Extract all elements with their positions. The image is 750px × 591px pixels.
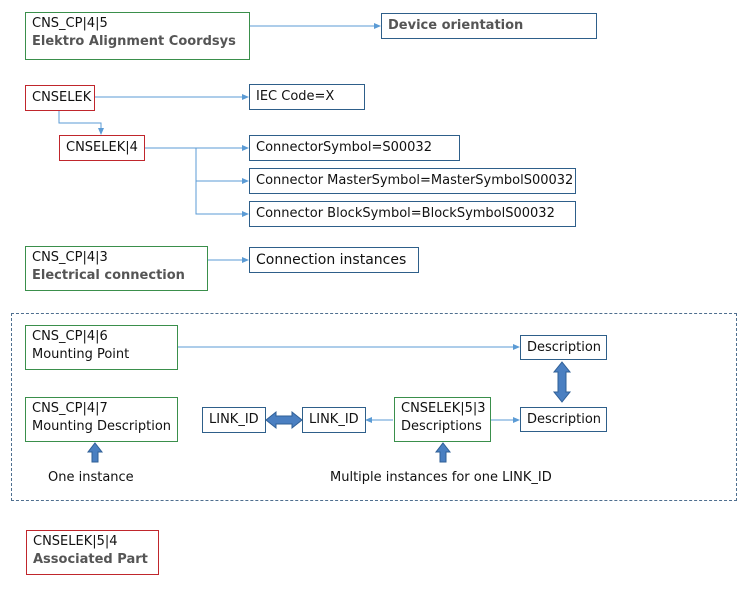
up-arrow-multiple-instances: [434, 442, 452, 463]
box-code: CNSELEK|5|4: [33, 534, 118, 549]
box-label: Description: [527, 339, 602, 355]
box-label: LINK_ID: [209, 412, 259, 427]
box-code: CNS_CP|4|5: [32, 16, 108, 31]
box-code: CNS_CP|4|6: [32, 329, 108, 344]
box-label: Mounting Description: [32, 419, 172, 434]
box-code: CNS_CP|4|3: [32, 250, 108, 265]
box-device-orientation[interactable]: Device orientation: [381, 13, 597, 39]
box-descriptions-description[interactable]: Description: [520, 407, 607, 432]
caption-multiple-instances: Multiple instances for one LINK_ID: [330, 470, 552, 485]
box-code: CNSELEK|5|3: [401, 401, 486, 416]
box-label: Description: [527, 411, 602, 427]
box-connector-master-symbol[interactable]: Connector MasterSymbol=MasterSymbolS0003…: [249, 168, 576, 194]
box-label: ConnectorSymbol=S00032: [256, 140, 432, 155]
box-cns-cp-4-5[interactable]: CNS_CP|4|5 Elektro Alignment Coordsys: [25, 12, 250, 60]
box-cns-cp-4-3[interactable]: CNS_CP|4|3 Electrical connection: [25, 246, 208, 291]
box-label: IEC Code=X: [256, 89, 335, 104]
mounting-group-frame: [11, 313, 737, 501]
box-label: CNSELEK|4: [66, 140, 138, 155]
box-label: CNSELEK: [32, 90, 92, 105]
box-label: Connection instances: [256, 252, 407, 268]
box-cnselek-5-4[interactable]: CNSELEK|5|4 Associated Part: [26, 530, 159, 575]
box-connection-instances[interactable]: Connection instances: [249, 247, 419, 273]
box-label: Connector BlockSymbol=BlockSymbolS00032: [256, 206, 555, 221]
box-cnselek-5-3[interactable]: CNSELEK|5|3 Descriptions: [394, 397, 491, 442]
box-label: Descriptions: [401, 419, 482, 434]
caption-one-instance: One instance: [48, 470, 134, 485]
arrow-symbol-2: [195, 148, 249, 184]
box-connector-block-symbol[interactable]: Connector BlockSymbol=BlockSymbolS00032: [249, 201, 576, 227]
box-cns-cp-4-7[interactable]: CNS_CP|4|7 Mounting Description: [25, 397, 178, 442]
arrow-symbol-3: [195, 181, 249, 217]
box-link-id-right[interactable]: LINK_ID: [302, 407, 366, 433]
box-iec-code[interactable]: IEC Code=X: [249, 84, 365, 110]
box-label: Device orientation: [388, 18, 524, 33]
box-cnselek-4[interactable]: CNSELEK|4: [59, 135, 145, 161]
box-label: Electrical connection: [32, 268, 185, 283]
up-arrow-one-instance: [86, 442, 104, 463]
box-code: CNS_CP|4|7: [32, 401, 108, 416]
box-point-description[interactable]: Description: [520, 335, 607, 360]
arrow-cnselek-sub: [58, 110, 104, 135]
box-label: LINK_ID: [309, 412, 359, 427]
box-connector-symbol[interactable]: ConnectorSymbol=S00032: [249, 135, 460, 161]
box-link-id-left[interactable]: LINK_ID: [202, 407, 266, 433]
box-cnselek[interactable]: CNSELEK: [25, 85, 95, 111]
box-label: Mounting Point: [32, 347, 130, 362]
box-cns-cp-4-6[interactable]: CNS_CP|4|6 Mounting Point: [25, 325, 178, 370]
double-arrow-descriptions: [552, 361, 572, 403]
box-label: Connector MasterSymbol=MasterSymbolS0003…: [256, 173, 574, 188]
box-label: Elektro Alignment Coordsys: [32, 34, 236, 49]
box-label: Associated Part: [33, 552, 148, 567]
